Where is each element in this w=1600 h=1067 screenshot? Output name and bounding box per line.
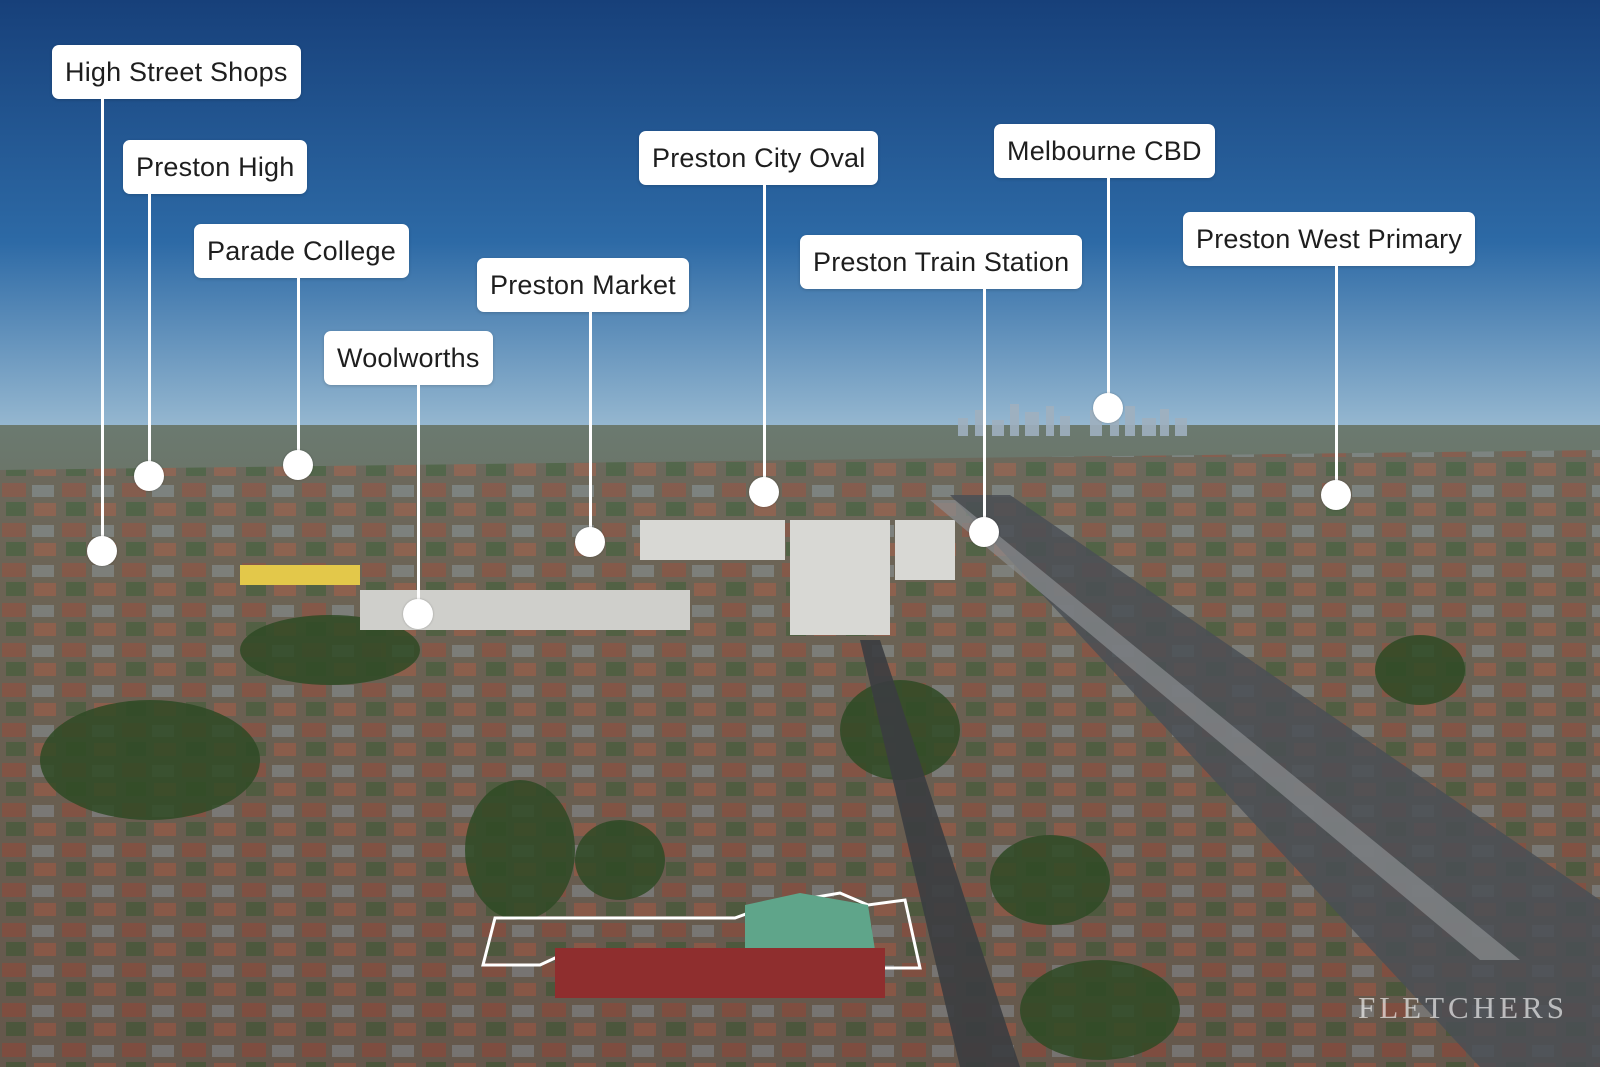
location-marker-dot[interactable] [749,477,779,507]
callout-label[interactable]: Preston West Primary [1183,212,1476,266]
location-marker-dot[interactable] [969,517,999,547]
commercial-roof [240,565,360,585]
elevated-rail-line [930,500,1520,960]
callout-leader-line [982,289,986,532]
red-roof-house [555,948,885,998]
street [860,640,1020,1067]
callout-label[interactable]: Preston City Oval [639,131,879,185]
callout-label[interactable]: Preston Market [477,258,689,312]
callout-label[interactable]: Preston Train Station [800,235,1083,289]
callout-leader-line [762,185,766,492]
callout-label[interactable]: Preston High [123,140,308,194]
callout-label[interactable]: Melbourne CBD [994,124,1215,178]
callout-label[interactable]: Woolworths [324,331,493,385]
callout-leader-line [588,312,592,542]
callout-label[interactable]: Parade College [194,224,409,278]
callout-leader-line [416,385,420,614]
callout-leader-line [100,99,104,551]
location-marker-dot[interactable] [1321,480,1351,510]
callout-label[interactable]: High Street Shops [52,45,301,99]
location-marker-dot[interactable] [575,527,605,557]
callout-leader-line [296,278,300,465]
location-marker-dot[interactable] [1093,393,1123,423]
location-marker-dot[interactable] [134,461,164,491]
callout-leader-line [1106,178,1110,408]
callout-leader-line [1334,266,1338,495]
location-marker-dot[interactable] [87,536,117,566]
location-marker-dot[interactable] [283,450,313,480]
callout-leader-line [147,194,151,476]
brand-watermark: FLETCHERS [1358,990,1568,1025]
apartment-blocks [640,520,955,635]
green-roof-house [745,893,875,950]
tree-canopy [40,615,1465,1060]
location-marker-dot[interactable] [403,599,433,629]
